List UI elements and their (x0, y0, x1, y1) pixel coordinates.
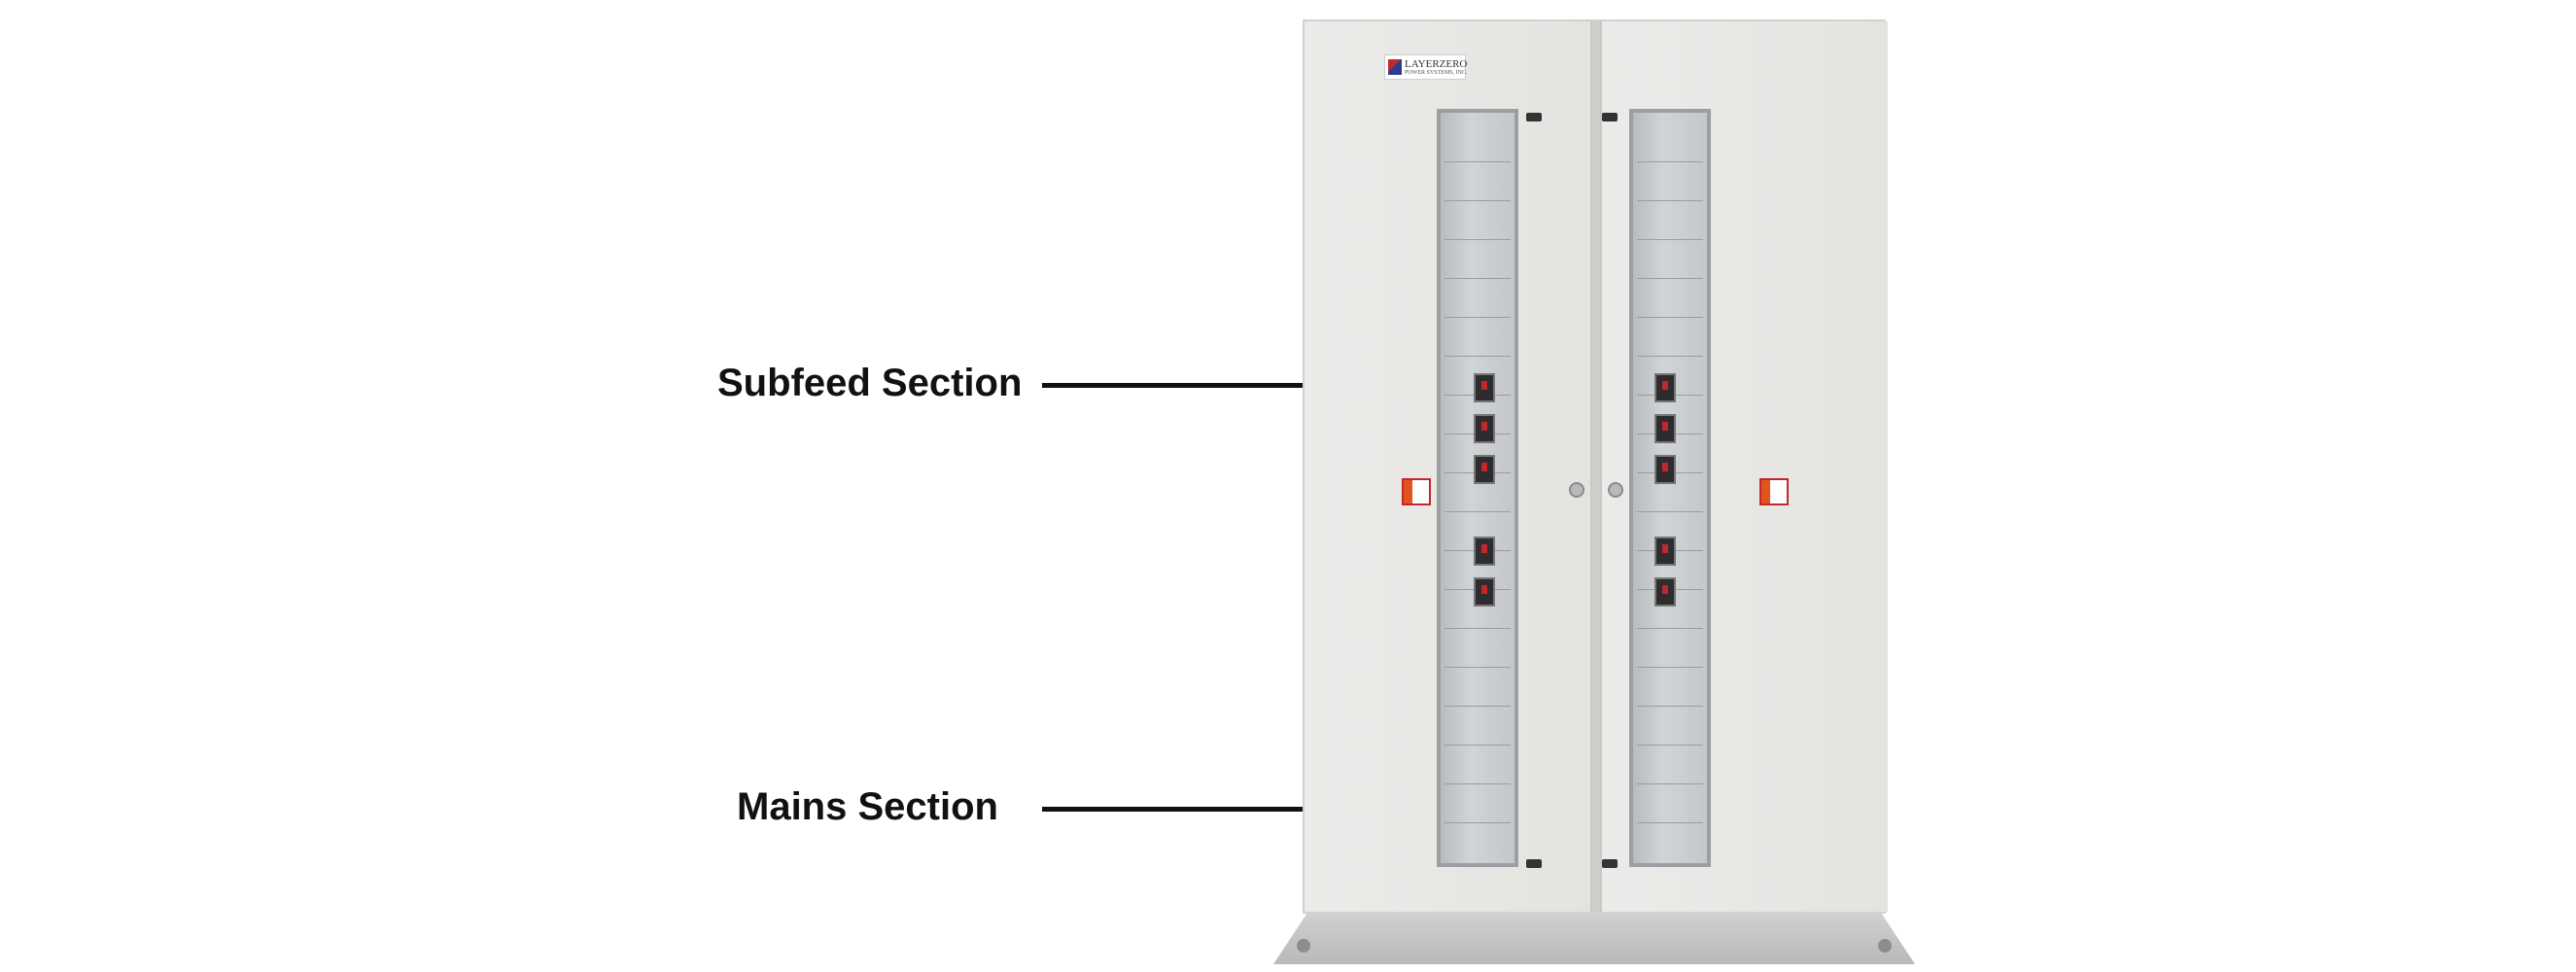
door-latch-icon (1569, 482, 1584, 498)
left-door: LAYERZERO POWER SYSTEMS, INC. (1305, 21, 1592, 912)
breaker-icon (1654, 373, 1676, 402)
breaker-icon (1654, 537, 1676, 566)
warning-label-icon (1402, 478, 1431, 505)
door-gap (1592, 21, 1600, 912)
hinge-icon (1526, 113, 1542, 122)
right-viewing-window (1629, 109, 1711, 867)
hinge-icon (1602, 859, 1618, 868)
breaker-icon (1474, 577, 1495, 607)
logo-text: LAYERZERO (1405, 58, 1468, 70)
logo-mark-icon (1388, 59, 1402, 75)
breaker-icon (1474, 414, 1495, 443)
breaker-icon (1654, 414, 1676, 443)
base-bolt-hole (1878, 939, 1892, 953)
subfeed-leader-line (1042, 383, 1497, 388)
breaker-icon (1474, 373, 1495, 402)
door-latch-icon (1608, 482, 1623, 498)
right-door (1600, 21, 1888, 912)
mains-leader-line (1042, 807, 1497, 812)
warning-label-icon (1759, 478, 1789, 505)
logo-subtext: POWER SYSTEMS, INC. (1405, 70, 1468, 76)
hinge-icon (1602, 113, 1618, 122)
power-distribution-cabinet: LAYERZERO POWER SYSTEMS, INC. (1273, 19, 1915, 964)
cabinet-body: LAYERZERO POWER SYSTEMS, INC. (1303, 19, 1888, 914)
breaker-icon (1474, 455, 1495, 484)
left-viewing-window (1437, 109, 1518, 867)
breaker-icon (1654, 455, 1676, 484)
breaker-icon (1474, 537, 1495, 566)
subfeed-section-label: Subfeed Section (717, 362, 1023, 404)
company-logo: LAYERZERO POWER SYSTEMS, INC. (1384, 54, 1468, 80)
hinge-icon (1526, 859, 1542, 868)
mains-section-label: Mains Section (737, 785, 998, 828)
breaker-icon (1654, 577, 1676, 607)
base-bolt-hole (1297, 939, 1310, 953)
